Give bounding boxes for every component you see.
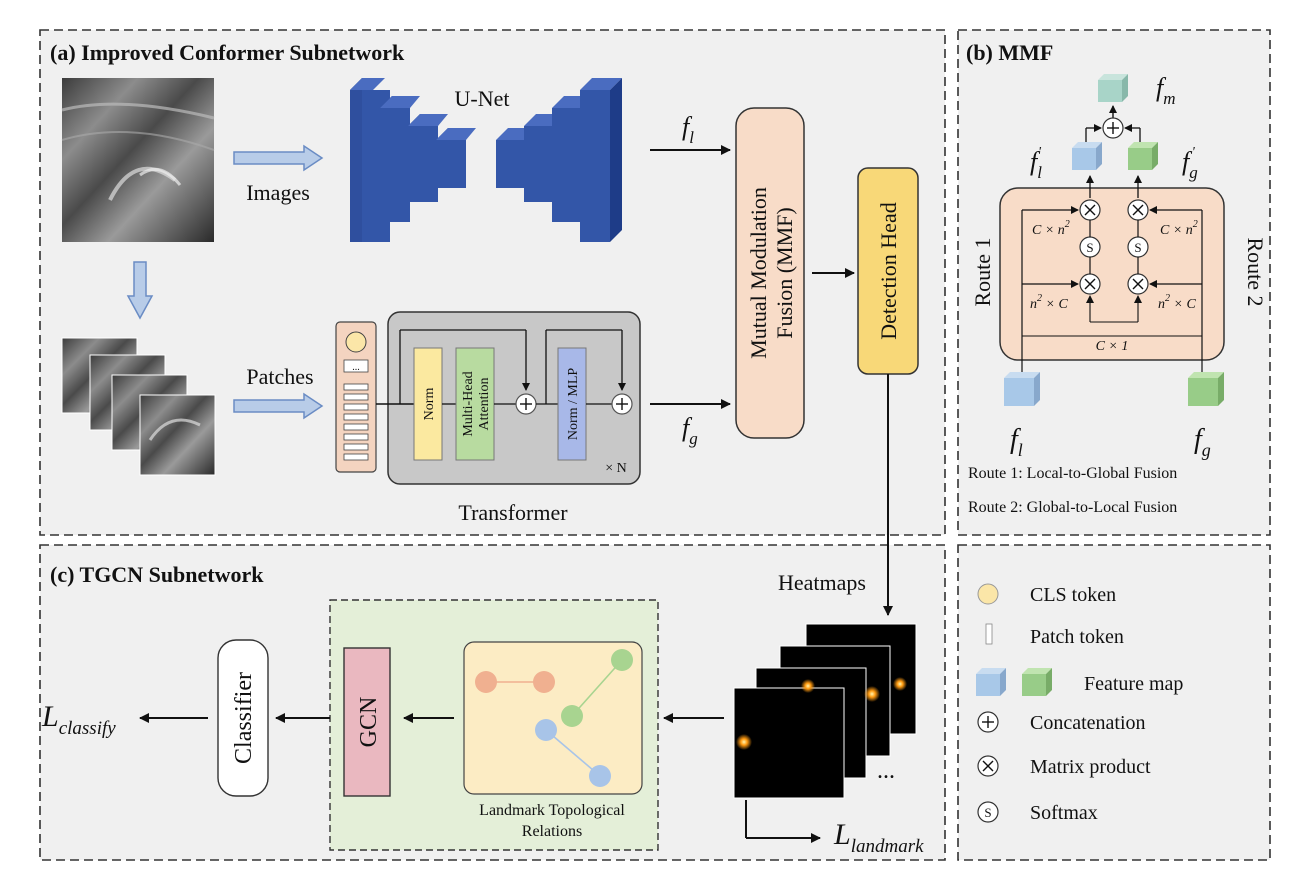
mmf-label-1: Mutual Modulation [746, 187, 771, 359]
mmf-block [735, 107, 805, 439]
heatmaps-label: Heatmaps [778, 570, 866, 595]
heatmaps-ellipsis: ... [877, 758, 895, 784]
svg-text:CLS token: CLS token [1030, 584, 1116, 606]
landmark-graph [475, 649, 633, 787]
heatmaps-stack [733, 623, 917, 799]
legend-matrix-product: Matrix product [977, 755, 1151, 778]
fg-label: fg [682, 413, 698, 448]
topo-label-1: Landmark Topological [479, 802, 625, 819]
fl-prime-cube [1072, 142, 1102, 170]
svg-text:Feature map: Feature map [1084, 673, 1183, 695]
route1-desc: Route 1: Local-to-Global Fusion [968, 465, 1177, 482]
fl-input-label: fl [1010, 424, 1023, 460]
fg-input-label: fg [1194, 424, 1211, 460]
c-1-label: C × 1 [1096, 339, 1129, 354]
legend-concatenation: Concatenation [977, 711, 1146, 734]
token-dots: ... [352, 362, 360, 373]
legend-patch-token: Patch token [985, 623, 1124, 648]
fl-input-cube [1004, 372, 1040, 406]
topology-box [463, 641, 643, 795]
transformer-label: Transformer [458, 500, 568, 525]
norm-mlp-label: Norm / MLP [566, 368, 581, 441]
svg-text:Concatenation: Concatenation [1030, 712, 1146, 734]
route2-label: Route 2 [1243, 237, 1268, 306]
n2-c-label-left: n2 × C [1030, 293, 1068, 312]
mha-block [455, 347, 495, 461]
images-label: Images [246, 180, 310, 205]
detection-head-label: Detection Head [876, 202, 901, 339]
patches-stack [61, 337, 216, 476]
panel-c-title: (c) TGCN Subnetwork [50, 562, 264, 587]
svg-text:S: S [984, 805, 991, 820]
classifier-label: Classifier [231, 672, 257, 764]
mha-label-1: Multi-Head [461, 371, 476, 436]
c-n2-label-right: C × n2 [1160, 219, 1198, 238]
mmf-label-2: Fusion (MMF) [772, 207, 797, 338]
legend-softmax: S Softmax [977, 801, 1098, 824]
patches-arrow [233, 392, 324, 420]
token-column [335, 321, 377, 473]
legend-frame [957, 544, 1271, 861]
mmf-inner-box [999, 187, 1225, 361]
unet-encoder [350, 78, 476, 242]
svg-text:Softmax: Softmax [1030, 802, 1098, 824]
norm-mlp-block [557, 347, 587, 461]
svg-text:Patch token: Patch token [1030, 626, 1124, 648]
fm-label: fm [1156, 73, 1176, 108]
route2-desc: Route 2: Global-to-Local Fusion [968, 499, 1177, 516]
ultrasound-image [61, 78, 215, 242]
classifier-block [217, 639, 269, 797]
unet-label: U-Net [455, 86, 510, 111]
softmax-node-2: S [1127, 236, 1149, 258]
patches-label: Patches [246, 364, 313, 389]
images-arrow [233, 144, 324, 172]
fg-prime-cube [1128, 142, 1158, 170]
norm-label: Norm [422, 388, 437, 421]
svg-text:S: S [1086, 240, 1093, 255]
fm-cube [1098, 74, 1128, 102]
fg-prime-label: fg' [1182, 145, 1198, 182]
mha-label-2: Attention [477, 378, 492, 431]
fl-label: fl [682, 112, 694, 147]
matmul-node-1 [1079, 199, 1101, 221]
svg-text:S: S [1134, 240, 1141, 255]
concat-node [1102, 117, 1124, 139]
l-landmark-label: Llandmark [833, 818, 924, 857]
route1-label: Route 1 [970, 237, 995, 306]
add-node-1 [515, 393, 537, 415]
matmul-node-3 [1127, 199, 1149, 221]
gcn-block [343, 647, 391, 797]
svg-text:Matrix product: Matrix product [1030, 756, 1151, 778]
gcn-label: GCN [356, 697, 382, 748]
n2-c-label-right: n2 × C [1158, 293, 1196, 312]
matmul-node-2 [1079, 273, 1101, 295]
panel-a-title: (a) Improved Conformer Subnetwork [50, 40, 405, 65]
topo-label-2: Relations [522, 823, 582, 840]
matmul-node-4 [1127, 273, 1149, 295]
legend-cls-token: CLS token [977, 583, 1116, 606]
down-arrow [126, 261, 154, 320]
repeat-label: × N [605, 461, 627, 476]
fl-prime-label: fl' [1030, 145, 1042, 182]
l-classify-label: Lclassify [41, 700, 116, 739]
norm-block [413, 347, 443, 461]
softmax-node-1: S [1079, 236, 1101, 258]
unet-decoder [496, 78, 622, 242]
c-n2-label-left: C × n2 [1032, 219, 1070, 238]
legend-feature-map: Feature map [976, 668, 1183, 696]
fg-input-cube [1188, 372, 1224, 406]
panel-b-title: (b) MMF [966, 40, 1053, 65]
add-node-2 [611, 393, 633, 415]
